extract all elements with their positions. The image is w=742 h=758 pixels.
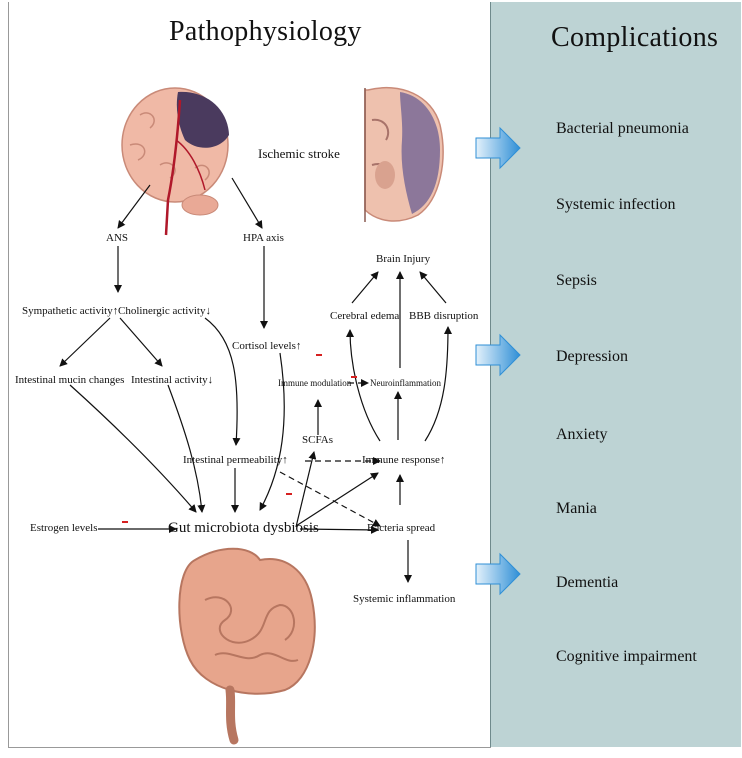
node-intestinal-activity: Intestinal activity↓ <box>131 374 213 386</box>
node-scfas: SCFAs <box>302 434 333 446</box>
node-neuroinflammation: Neuroinflammation <box>370 378 441 388</box>
node-sympathetic-activity: Sympathetic activity↑ <box>22 305 118 317</box>
node-estrogen-levels: Estrogen levels <box>30 522 98 534</box>
node-bacteria-spread: Bacteria spread <box>367 522 435 534</box>
node-bbb-disruption: BBB disruption <box>409 310 478 322</box>
arrow-right-icon <box>476 554 520 594</box>
node-brain-injury: Brain Injury <box>376 253 430 265</box>
node-immune-modulation: Immune modulation <box>278 378 351 388</box>
node-cholinergic-activity: Cholinergic activity↓ <box>118 305 211 317</box>
node-intestinal-permeability: Intestinal permeability↑ <box>183 454 288 466</box>
node-systemic-inflammation: Systemic inflammation <box>353 593 455 605</box>
brain-slice-icon <box>365 88 443 222</box>
complication-arrows <box>476 128 520 594</box>
brain-icon <box>122 88 229 235</box>
intestine-icon <box>179 549 314 740</box>
arrow-right-icon <box>476 335 520 375</box>
node-ischemic-stroke: Ischemic stroke <box>258 146 340 162</box>
node-intestinal-mucin: Intestinal mucin changes <box>15 374 124 386</box>
node-cerebral-edema: Cerebral edema <box>330 310 399 322</box>
node-hpa-axis: HPA axis <box>243 232 284 244</box>
node-ans: ANS <box>106 232 128 244</box>
arrow-right-icon <box>476 128 520 168</box>
node-immune-response: Immune response↑ <box>362 454 445 466</box>
node-gut-microbiota-dysbiosis: Gut microbiota dysbiosis <box>168 520 319 537</box>
node-cortisol-levels: Cortisol levels↑ <box>232 340 301 352</box>
